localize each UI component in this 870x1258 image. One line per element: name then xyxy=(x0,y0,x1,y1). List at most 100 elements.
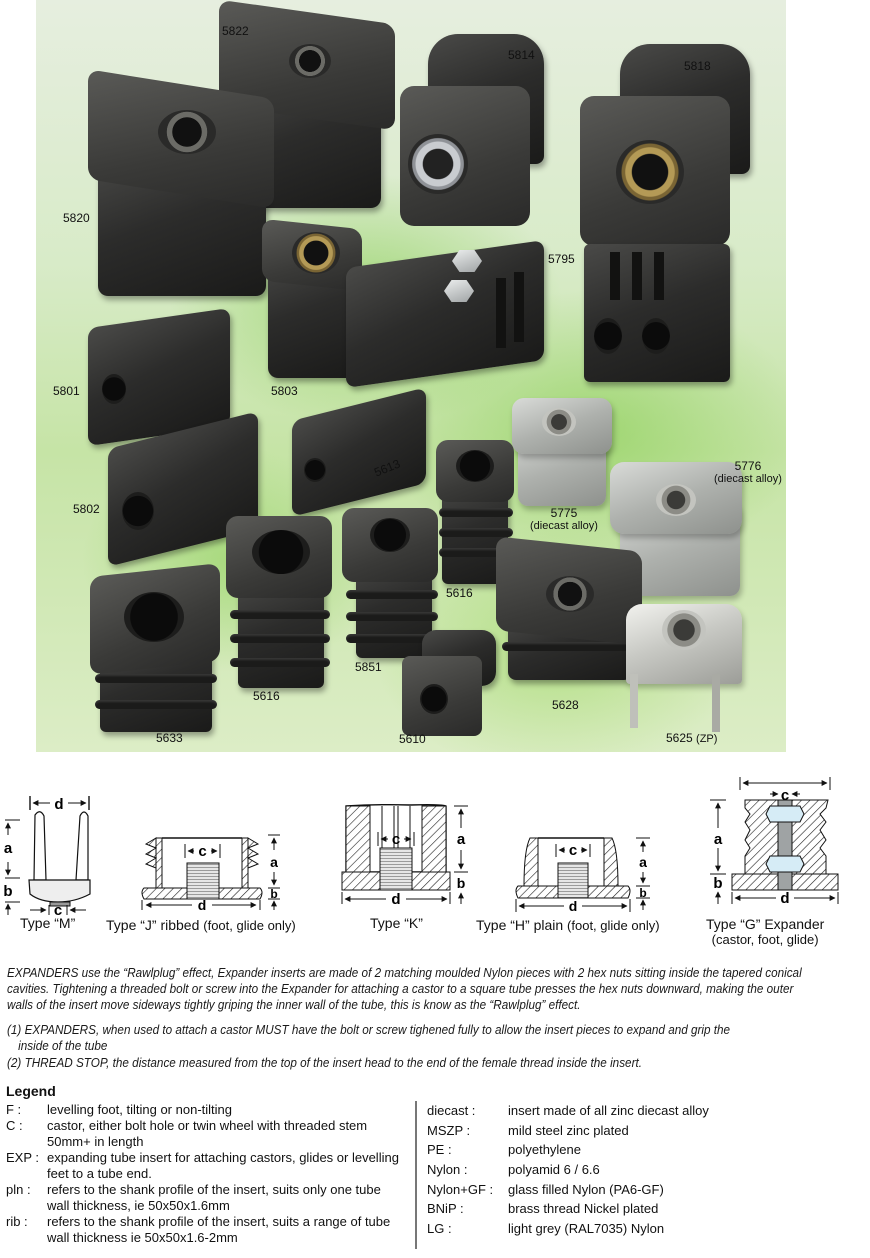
type-k-drawing: c a b d xyxy=(341,803,468,908)
part-5628-insert xyxy=(496,536,644,682)
svg-text:a: a xyxy=(714,831,723,848)
legend-key: Nylon : xyxy=(427,1162,468,1178)
diagram-type-h: c a b d Type “H” plain (foot, glide only… xyxy=(476,830,696,940)
legend-value: castor, either bolt hole or twin wheel w… xyxy=(47,1118,368,1149)
part-5818-insert xyxy=(580,44,758,250)
legend-value: expanding tube insert for attaching cast… xyxy=(47,1150,399,1181)
legend-value: mild steel zinc plated xyxy=(508,1122,629,1138)
legend-item-f: F :levelling foot, tilting or non-tiltin… xyxy=(6,1102,406,1118)
part-5633-insert xyxy=(90,563,222,734)
diagram-type-g: c a b d Type “G” Expander (castor, foot,… xyxy=(700,774,870,954)
part-label-5616-right: 5616 xyxy=(446,586,473,600)
legend-item-nylon: Nylon : polyamid 6 / 6.6 xyxy=(427,1162,867,1182)
type-m-drawing: d a b c xyxy=(3,796,91,919)
legend-item-bnip: BNiP :brass thread Nickel plated xyxy=(427,1201,867,1221)
part-5814-insert xyxy=(398,34,546,230)
legend-item-pe: PE :polyethylene xyxy=(427,1142,867,1162)
part-label-5802: 5802 xyxy=(73,502,100,516)
part-label-5775-material: (diecast alloy) xyxy=(530,520,598,532)
legend-key: C : xyxy=(6,1118,23,1133)
legend-key: rib : xyxy=(6,1214,28,1229)
expander-description: EXPANDERS use the “Rawlplug” effect, Exp… xyxy=(7,966,802,1012)
diagram-type-k: c a b d Type “K” xyxy=(340,800,470,940)
part-label-5616-middle: 5616 xyxy=(253,689,280,703)
svg-text:b: b xyxy=(457,875,466,891)
part-5616-insert-right xyxy=(436,440,516,586)
legend-key: MSZP : xyxy=(427,1122,471,1138)
part-5775-diecast-insert xyxy=(512,398,614,506)
part-5801-insert xyxy=(88,302,232,446)
part-label-5822: 5822 xyxy=(222,24,249,38)
legend-key: Nylon+GF : xyxy=(427,1181,494,1197)
svg-text:b: b xyxy=(713,875,722,892)
type-h-drawing: c a b d xyxy=(515,837,650,914)
legend-divider xyxy=(415,1101,417,1249)
part-label-5628: 5628 xyxy=(552,698,579,712)
type-k-caption: Type “K” xyxy=(370,915,423,931)
legend-right-column: diecast :insert made of all zinc diecast… xyxy=(427,1103,867,1241)
part-label-5775-number: 5775 xyxy=(550,506,578,520)
type-j-caption-title: Type “J” ribbed xyxy=(106,917,200,933)
part-5610-insert xyxy=(402,630,500,738)
part-label-5803: 5803 xyxy=(271,384,298,398)
part-label-5610: 5610 xyxy=(399,732,426,746)
legend-left-column: F :levelling foot, tilting or non-tiltin… xyxy=(6,1102,406,1246)
note-1-text: (1) EXPANDERS, when used to attach a cas… xyxy=(7,1023,731,1037)
part-5803-insert xyxy=(262,218,364,380)
type-g-caption-usage: (castor, foot, glide) xyxy=(711,932,819,947)
part-5851-insert xyxy=(342,508,442,660)
svg-text:c: c xyxy=(569,842,577,859)
legend-item-exp: EXP :expanding tube insert for attaching… xyxy=(6,1150,406,1182)
diagram-type-j: c a b d Type “J” ribbed (foot, glide onl… xyxy=(104,830,334,940)
svg-text:a: a xyxy=(457,831,466,848)
part-label-5625-finish: (ZP) xyxy=(696,733,718,745)
part-label-5775: 5775 (diecast alloy) xyxy=(530,507,598,533)
legend-key: LG : xyxy=(427,1221,452,1237)
legend-item-c: C : castor, either bolt hole or twin whee… xyxy=(6,1118,406,1150)
part-label-5776: 5776 (diecast alloy) xyxy=(714,460,782,486)
part-label-5820: 5820 xyxy=(63,211,90,225)
type-h-caption-usage: (foot, glide only) xyxy=(567,918,660,933)
legend-item-diecast: diecast :insert made of all zinc diecast… xyxy=(427,1103,867,1123)
type-g-caption-title: Type “G” Expander xyxy=(706,916,825,932)
svg-text:b: b xyxy=(3,883,12,900)
part-label-5801: 5801 xyxy=(53,384,80,398)
svg-text:c: c xyxy=(392,831,400,848)
svg-text:c: c xyxy=(198,843,206,860)
legend-value: refers to the shank profile of the inser… xyxy=(47,1182,381,1213)
legend-value: glass filled Nylon (PA6-GF) xyxy=(508,1181,664,1197)
svg-text:b: b xyxy=(270,887,277,901)
part-5802-insert xyxy=(108,410,260,567)
product-photo: 5822 5814 5818 5820 5795 5801 5803 5613 … xyxy=(36,0,786,752)
legend-key: pln : xyxy=(6,1182,31,1197)
legend-title: Legend xyxy=(6,1083,56,1099)
svg-text:a: a xyxy=(639,854,647,870)
legend-value: brass thread Nickel plated xyxy=(508,1201,659,1217)
svg-text:d: d xyxy=(780,890,789,904)
legend-item-nylon-gf: Nylon+GF : glass filled Nylon (PA6-GF) xyxy=(427,1182,867,1202)
legend-item-lg: LG :light grey (RAL7035) Nylon xyxy=(427,1221,867,1241)
svg-text:d: d xyxy=(198,898,207,912)
type-j-caption: Type “J” ribbed (foot, glide only) xyxy=(106,917,296,934)
part-label-5851: 5851 xyxy=(355,660,382,674)
note-1: (1) EXPANDERS, when used to attach a cas… xyxy=(7,1022,816,1054)
part-label-5818: 5818 xyxy=(684,59,711,73)
type-j-width-dimension: d xyxy=(145,898,257,912)
type-m-caption: Type “M” xyxy=(20,915,76,931)
svg-text:c: c xyxy=(54,902,62,915)
type-g-drawing: c a b d xyxy=(710,777,839,907)
part-label-5795: 5795 xyxy=(548,252,575,266)
legend-key: F : xyxy=(6,1102,22,1117)
legend-value: polyamid 6 / 6.6 xyxy=(508,1162,600,1178)
note-1-continuation: inside of the tube xyxy=(18,1039,108,1053)
part-5616-insert-middle xyxy=(226,516,334,690)
note-2: (2) THREAD STOP, the distance measured f… xyxy=(7,1056,642,1070)
svg-text:d: d xyxy=(391,891,400,908)
legend-value: polyethylene xyxy=(508,1142,581,1158)
part-5776-diecast-insert xyxy=(610,462,744,598)
svg-text:c: c xyxy=(781,787,789,804)
part-5613-insert xyxy=(292,384,428,517)
legend-item-mszp: MSZP : mild steel zinc plated xyxy=(427,1123,867,1143)
svg-text:a: a xyxy=(4,840,13,857)
type-j-caption-usage: (foot, glide only) xyxy=(203,918,296,933)
